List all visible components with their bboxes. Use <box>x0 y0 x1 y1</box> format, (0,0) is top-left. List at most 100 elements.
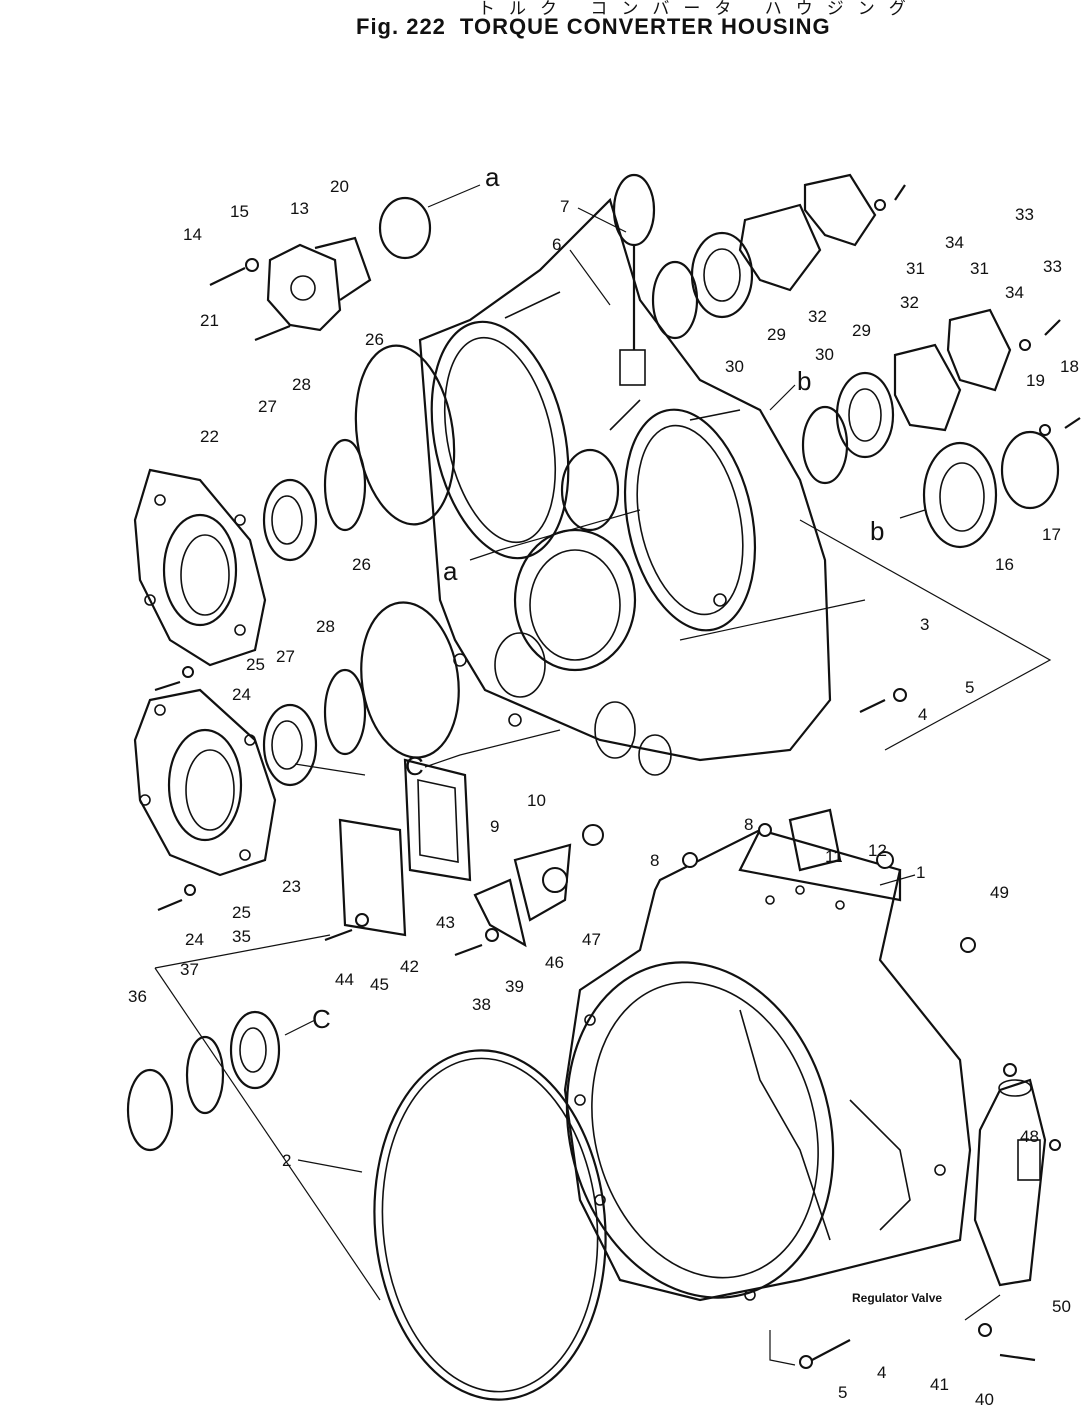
callout-31b: 31 <box>970 259 989 278</box>
plate-42 <box>338 818 407 937</box>
bearing-35 <box>229 1010 281 1090</box>
callout-23: 23 <box>282 877 301 896</box>
callout-16: 16 <box>995 555 1014 574</box>
callout-33b: 33 <box>1043 257 1062 276</box>
cover-23 <box>133 688 277 877</box>
callout-40: 40 <box>975 1390 994 1409</box>
bearing-29-top <box>690 231 754 319</box>
plate-17 <box>1000 430 1060 510</box>
callout-4: 4 <box>918 705 927 724</box>
regulator-valve-label: Regulator Valve <box>852 1291 942 1305</box>
cover-32-top <box>738 203 822 292</box>
callout-27b: 27 <box>276 647 295 666</box>
figure-name: TORQUE CONVERTER HOUSING <box>459 14 831 39</box>
callout-19: 19 <box>1026 371 1045 390</box>
seal-36 <box>126 1068 174 1152</box>
callout-15: 15 <box>230 202 249 221</box>
callout-4b: 4 <box>877 1363 886 1382</box>
o-ring-20 <box>378 196 432 260</box>
callout-17: 17 <box>1042 525 1061 544</box>
callout-43: 43 <box>436 913 455 932</box>
callout-47: 47 <box>582 930 601 949</box>
callout-44: 44 <box>335 970 354 989</box>
callout-46: 46 <box>545 953 564 972</box>
callout-11: 11 <box>825 847 843 866</box>
callout-9: 9 <box>490 817 499 836</box>
cover-32-mid <box>893 343 962 432</box>
figure-title: Fig. 222 TORQUE CONVERTER HOUSING <box>356 14 845 40</box>
callout-37: 37 <box>180 960 199 979</box>
callout-28b: 28 <box>316 617 335 636</box>
callout-31: 31 <box>906 259 925 278</box>
callout-38: 38 <box>472 995 491 1014</box>
callout-42: 42 <box>400 957 419 976</box>
callout-32: 32 <box>808 307 827 326</box>
callout-34b: 34 <box>1005 283 1024 302</box>
callout-39: 39 <box>505 977 524 996</box>
ref-letter-c-mid: C <box>405 751 424 781</box>
callout-2: 2 <box>282 1151 291 1170</box>
cover-31-top <box>803 173 877 247</box>
o-ring-26-lower <box>360 601 460 759</box>
snap-ring-28-upper <box>323 438 367 532</box>
callout-10: 10 <box>527 791 546 810</box>
callout-1: 1 <box>916 863 925 882</box>
callout-34: 34 <box>945 233 964 252</box>
callout-5b: 5 <box>838 1383 847 1402</box>
fasteners <box>154 184 1081 1369</box>
callout-13: 13 <box>290 199 309 218</box>
lower-housing <box>563 828 972 1302</box>
callout-5: 5 <box>965 678 974 697</box>
title-japanese: トルク コンバータ ハウジング <box>478 0 920 19</box>
cover-13 <box>266 236 372 332</box>
callout-32b: 32 <box>900 293 919 312</box>
leader-lines <box>284 184 1052 1366</box>
callout-18: 18 <box>1060 357 1079 376</box>
callout-21: 21 <box>200 311 219 330</box>
snap-ring-28-lower <box>323 668 367 756</box>
callout-6: 6 <box>552 235 561 254</box>
callout-27: 27 <box>258 397 277 416</box>
ref-letter-a-top: a <box>485 162 500 192</box>
breather-11 <box>788 808 842 872</box>
bearing-27-upper <box>262 478 318 562</box>
snap-ring-30-top <box>651 260 699 340</box>
snap-ring-30-mid <box>801 405 849 485</box>
cover-31-mid <box>946 308 1012 392</box>
callout-33: 33 <box>1015 205 1034 224</box>
callout-25b: 25 <box>232 903 251 922</box>
callout-26b: 26 <box>352 555 371 574</box>
gasket-43 <box>403 758 472 882</box>
figure-number: Fig. 222 <box>356 14 446 39</box>
callout-7: 7 <box>560 197 569 216</box>
callout-12: 12 <box>868 841 887 860</box>
ref-letter-b-top: b <box>797 366 811 396</box>
reference-letters: a a b b C C <box>312 162 884 1034</box>
callout-20: 20 <box>330 177 349 196</box>
cover-22 <box>133 468 267 667</box>
callout-36: 36 <box>128 987 147 1006</box>
dipstick-7 <box>612 173 656 350</box>
bracket-46 <box>473 878 527 948</box>
callout-22: 22 <box>200 427 219 446</box>
callout-35: 35 <box>232 927 251 946</box>
ref-letter-b-mid: b <box>870 516 884 546</box>
ref-letter-a-mid: a <box>443 556 458 586</box>
callout-30: 30 <box>725 357 744 376</box>
large-o-ring <box>373 1049 607 1401</box>
callout-28: 28 <box>292 375 311 394</box>
callout-29: 29 <box>767 325 786 344</box>
o-ring-26-upper <box>354 344 456 526</box>
callout-24: 24 <box>232 685 251 704</box>
regulator-valve <box>973 1078 1047 1287</box>
callout-8b: 8 <box>650 851 659 870</box>
callout-30b: 30 <box>815 345 834 364</box>
bearing-27-lower <box>262 703 318 787</box>
ref-letter-c-low: C <box>312 1004 331 1034</box>
upper-housing <box>418 197 832 776</box>
callout-labels: 1 2 3 4 4 5 5 6 7 8 8 9 10 11 12 13 14 1… <box>128 177 1079 1409</box>
callout-49: 49 <box>990 883 1009 902</box>
callout-41: 41 <box>930 1375 949 1394</box>
